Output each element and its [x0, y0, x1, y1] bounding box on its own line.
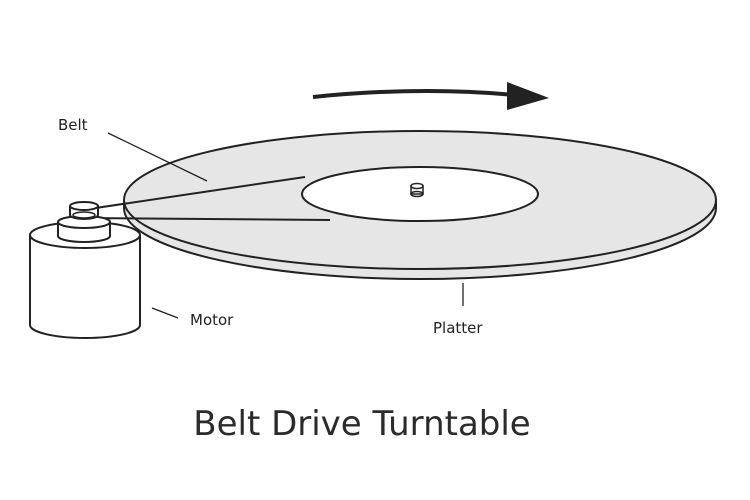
belt-leader-line	[107, 132, 208, 182]
motor-label: Motor	[190, 311, 234, 329]
belt-label: Belt	[58, 116, 88, 134]
rotation-arrow	[312, 82, 549, 110]
belt	[81, 176, 331, 221]
motor-leader-line	[151, 307, 179, 319]
spindle	[410, 182, 424, 198]
platter-label: Platter	[433, 319, 483, 337]
platter	[123, 130, 717, 280]
motor-body	[29, 235, 141, 339]
diagram-title: Belt Drive Turntable	[193, 404, 530, 444]
motor	[29, 201, 141, 339]
